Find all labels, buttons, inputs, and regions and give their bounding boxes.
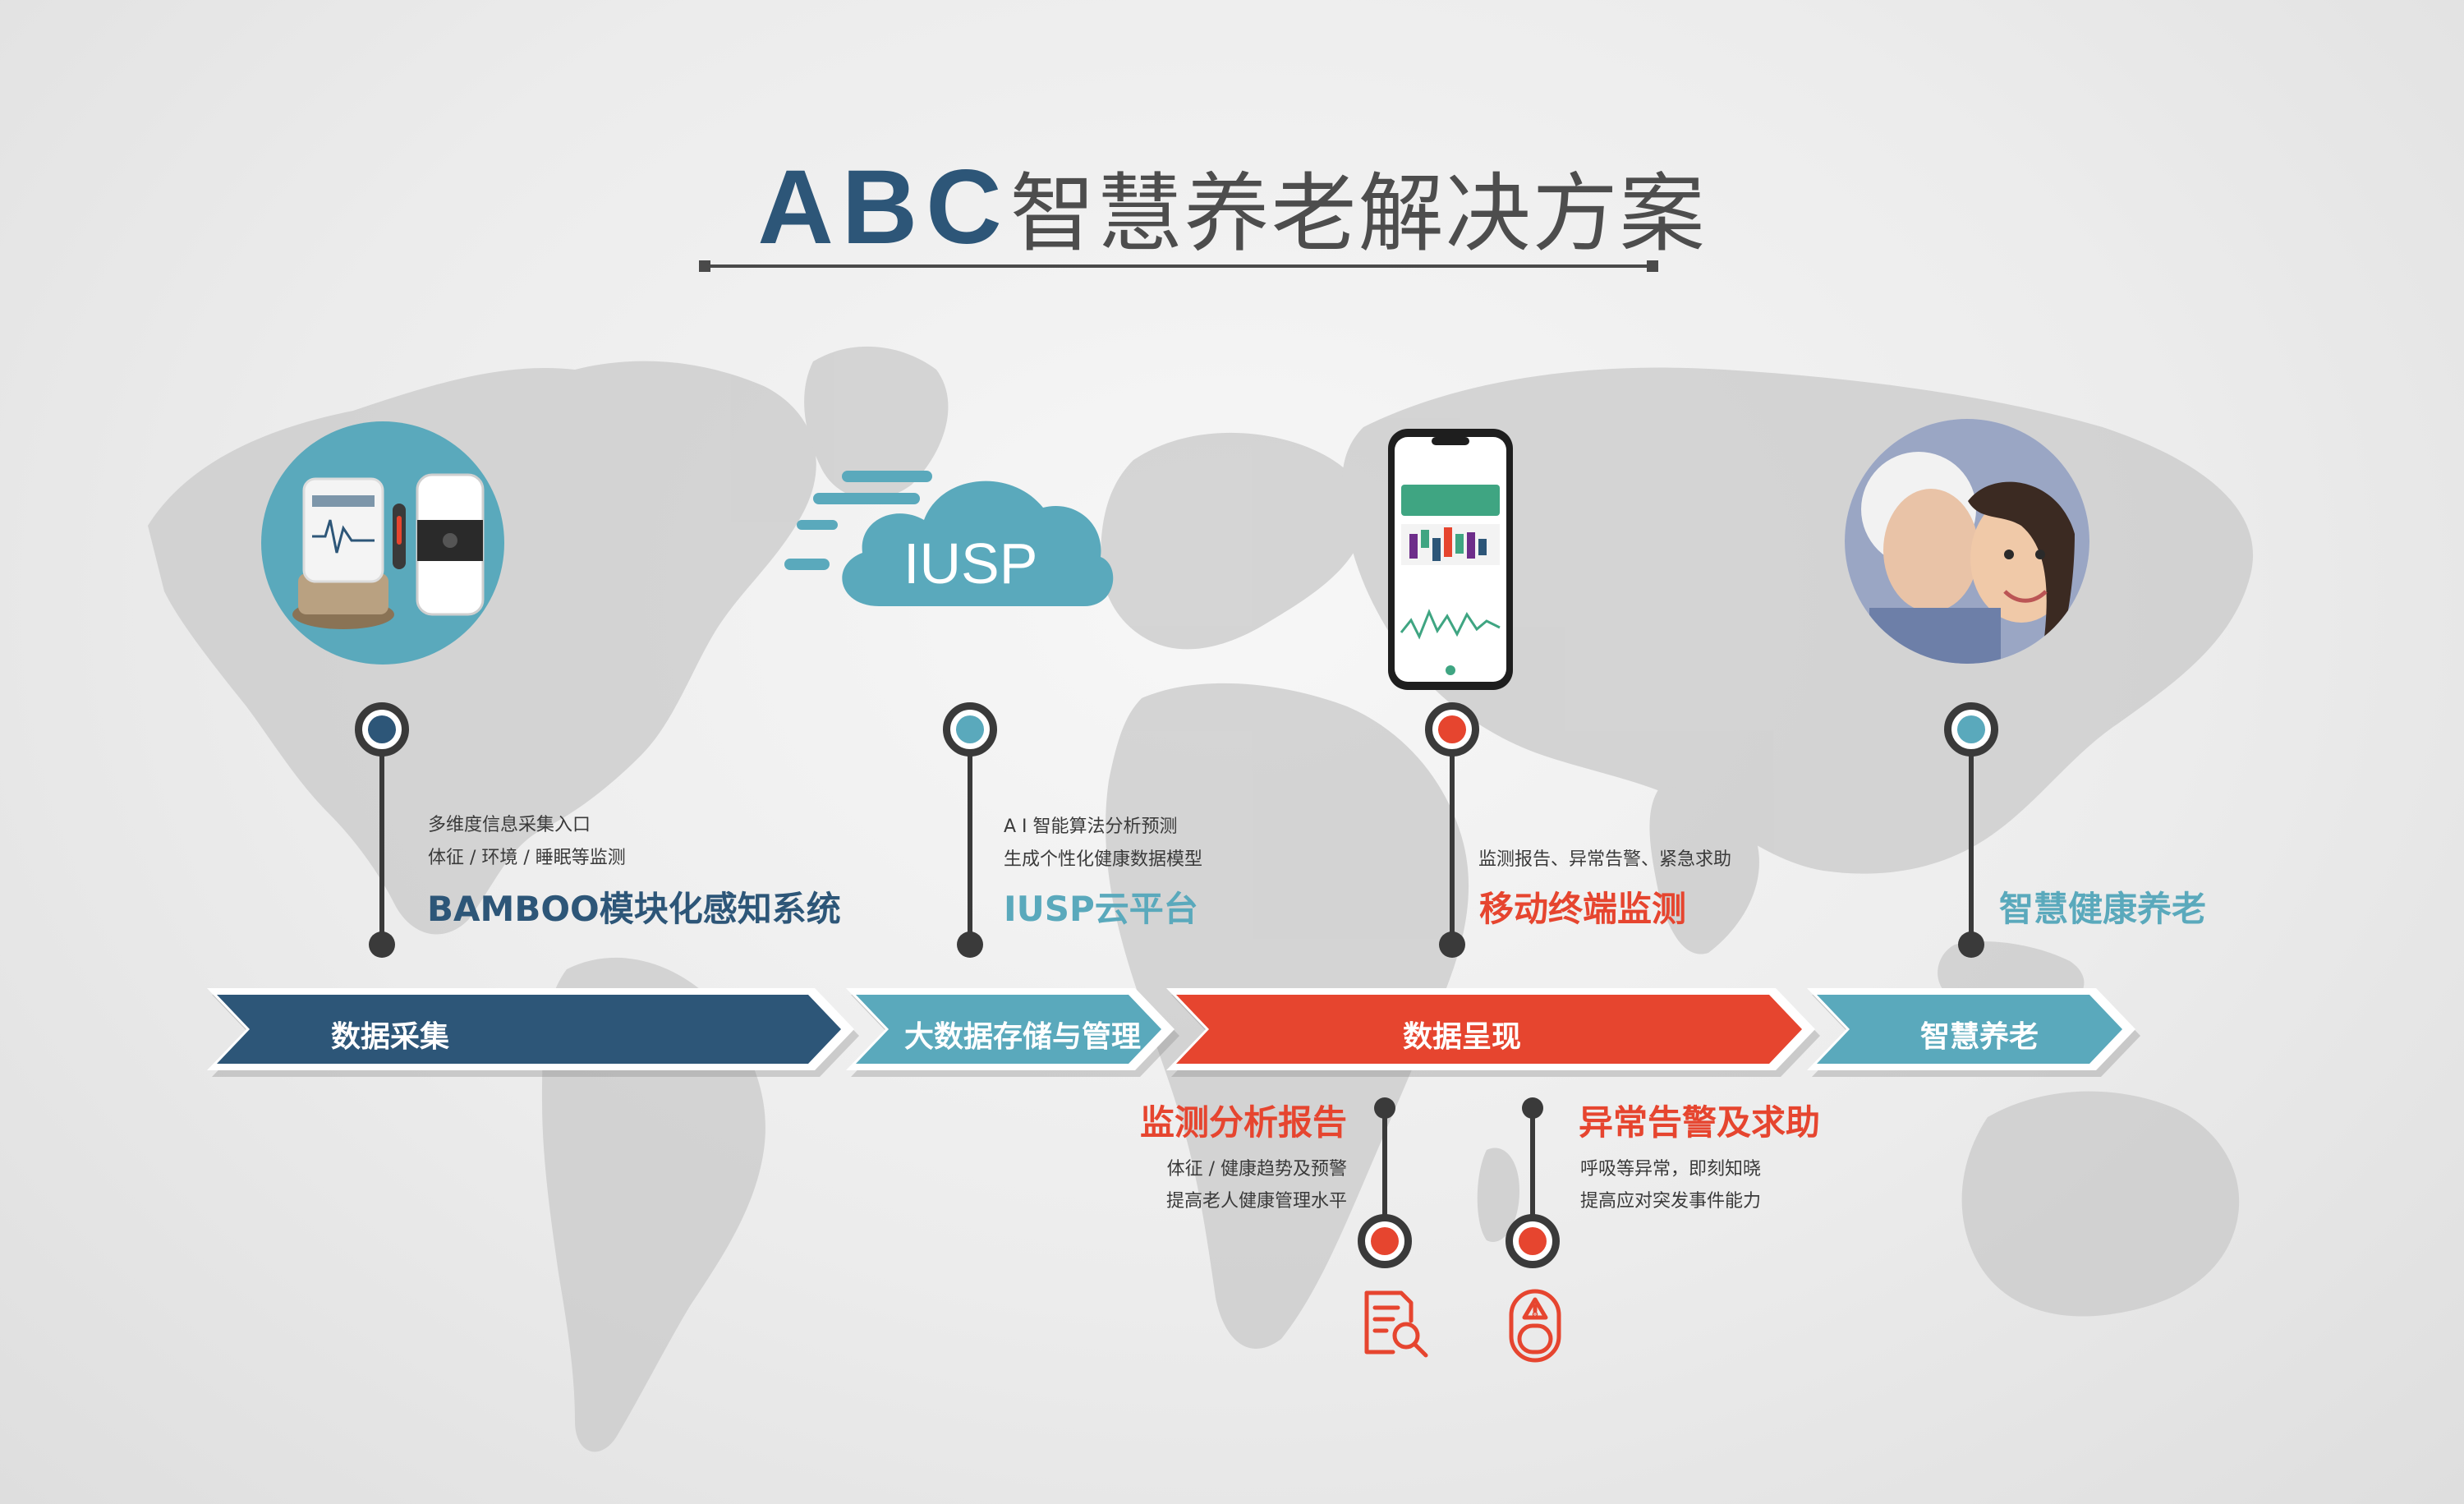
connector-stem-2: [968, 752, 972, 941]
timeline-node-3: [1425, 702, 1479, 757]
lower-2-stem: [1530, 1109, 1535, 1216]
report-search-icon: [1360, 1288, 1431, 1359]
column-1-heading: BAMBOO模块化感知系统: [427, 889, 841, 929]
elderly-child-photo: [1845, 419, 2089, 664]
node-dot: [1957, 715, 1985, 743]
connector-stem-4: [1969, 752, 1974, 941]
title-latin: ABC: [757, 149, 1010, 266]
node-dot: [368, 715, 396, 743]
page-title: ABC智慧养老解决方案: [0, 144, 2464, 268]
connector-stem-1: [379, 752, 384, 941]
timeline-node-1: [355, 702, 409, 757]
stem-end-dot-1: [369, 931, 395, 958]
iusp-cloud-graphic: IUSP: [780, 442, 1125, 631]
column-2-heading: IUSP云平台: [1004, 889, 1198, 929]
title-chinese: 智慧养老解决方案: [1009, 163, 1707, 264]
sensor-devices-image: [261, 421, 504, 665]
column-1-desc-line-1: 多维度信息采集入口: [428, 815, 591, 835]
arrow-stage-2: [846, 988, 1179, 1077]
lower-1-node: [1358, 1214, 1412, 1268]
lower-1-desc-line-1: 体征 / 健康趋势及预警: [1166, 1159, 1347, 1180]
cloud-label: IUSP: [903, 531, 1038, 596]
lower-2-desc-line-1: 呼吸等异常，即刻知晓: [1580, 1159, 1762, 1180]
column-4-heading: 智慧健康养老: [1999, 889, 2207, 929]
node-dot: [1438, 715, 1466, 743]
smartphone-image: [1386, 427, 1515, 692]
lower-2-node: [1506, 1214, 1560, 1268]
arrow-stage-3: [1166, 988, 1820, 1077]
alarm-button-icon: [1508, 1288, 1562, 1364]
connector-stem-3: [1450, 752, 1455, 941]
lower-2-heading: 异常告警及求助: [1579, 1102, 1821, 1143]
arrow-stage-4-label: 智慧养老: [1919, 1020, 2039, 1054]
stem-end-dot-3: [1439, 931, 1465, 958]
node-dot: [1371, 1227, 1399, 1255]
arrow-stage-1-label: 数据采集: [330, 1020, 449, 1054]
lower-1-stem: [1382, 1109, 1387, 1216]
arrow-stage-4: [1807, 988, 2140, 1077]
lower-2-desc-line-2: 提高应对突发事件能力: [1580, 1191, 1762, 1212]
lower-1-heading: 监测分析报告: [1139, 1102, 1347, 1143]
arrow-stage-2-label: 大数据存储与管理: [903, 1020, 1141, 1054]
timeline-node-2: [943, 702, 997, 757]
arrow-stage-1: [207, 988, 859, 1077]
column-2-desc-line-1: A I 智能算法分析预测: [1004, 816, 1178, 837]
arrow-stage-3-label: 数据呈现: [1402, 1020, 1521, 1054]
stem-end-dot-2: [957, 931, 983, 958]
column-1-desc-line-2: 体征 / 环境 / 睡眠等监测: [428, 848, 626, 868]
stem-end-dot-4: [1958, 931, 1984, 958]
title-underline: [699, 260, 1658, 272]
column-3-heading: 移动终端监测: [1479, 889, 1687, 929]
column-2-desc-line-2: 生成个性化健康数据模型: [1004, 849, 1203, 870]
node-dot: [1519, 1227, 1547, 1255]
node-dot: [956, 715, 984, 743]
timeline-node-4: [1944, 702, 1998, 757]
lower-1-desc-line-2: 提高老人健康管理水平: [1165, 1191, 1347, 1212]
column-3-desc-line-1: 监测报告、异常告警、紧急求助: [1478, 849, 1732, 870]
